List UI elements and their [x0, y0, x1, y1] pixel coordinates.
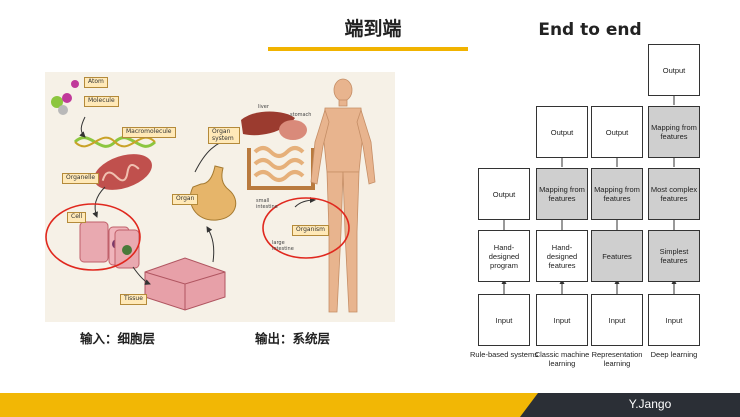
label-atom: Atom	[84, 77, 108, 88]
column-label-deep-learning: Deep learning	[650, 350, 698, 359]
box-input: Input	[591, 294, 643, 346]
slide-title-en: End to end	[538, 20, 642, 40]
label-liver: liver	[258, 104, 269, 110]
label-stomach: stomach	[290, 112, 312, 118]
box-input: Input	[536, 294, 588, 346]
box-hand-designed-features: Hand-designed features	[536, 230, 588, 282]
column-label-classic-ml: Classic machine learning	[534, 350, 590, 368]
label-cell: Cell	[67, 212, 87, 223]
box-hand-designed-program: Hand-designed program	[478, 230, 530, 282]
slide-title-cn: 端到端	[344, 18, 402, 40]
caption-output-system-level: 输出：系统层	[255, 331, 331, 346]
footer-dark-band	[520, 393, 740, 417]
box-mapping-from-features: Mapping from features	[648, 106, 700, 158]
title-underline	[268, 47, 468, 51]
box-input: Input	[478, 294, 530, 346]
label-molecule: Molecule	[84, 96, 119, 107]
biology-drawing	[45, 78, 376, 313]
label-macromolecule: Macromolecule	[122, 127, 176, 138]
label-organ-system: Organ system	[208, 127, 240, 145]
box-mapping-from-features: Mapping from features	[536, 168, 588, 220]
box-output: Output	[591, 106, 643, 158]
box-simplest-features: Simplest features	[648, 230, 700, 282]
label-large-intestine: large intestine	[272, 240, 294, 252]
box-most-complex-features: Most complex features	[648, 168, 700, 220]
caption-input-cell-level: 输入：细胞层	[80, 331, 156, 346]
box-mapping-from-features: Mapping from features	[591, 168, 643, 220]
label-tissue: Tissue	[120, 294, 147, 305]
label-organism: Organism	[292, 225, 330, 236]
box-output: Output	[648, 44, 700, 96]
box-input: Input	[648, 294, 700, 346]
label-organelle: Organelle	[62, 173, 100, 184]
box-output: Output	[478, 168, 530, 220]
footer-signature: Y.Jango	[628, 397, 672, 411]
label-small-intestine: small intestine	[256, 198, 278, 210]
column-label-rule-based: Rule-based systems	[470, 350, 538, 359]
box-output: Output	[536, 106, 588, 158]
box-features: Features	[591, 230, 643, 282]
column-label-representation-learning: Representation learning	[591, 350, 643, 368]
label-organ: Organ	[172, 194, 199, 205]
